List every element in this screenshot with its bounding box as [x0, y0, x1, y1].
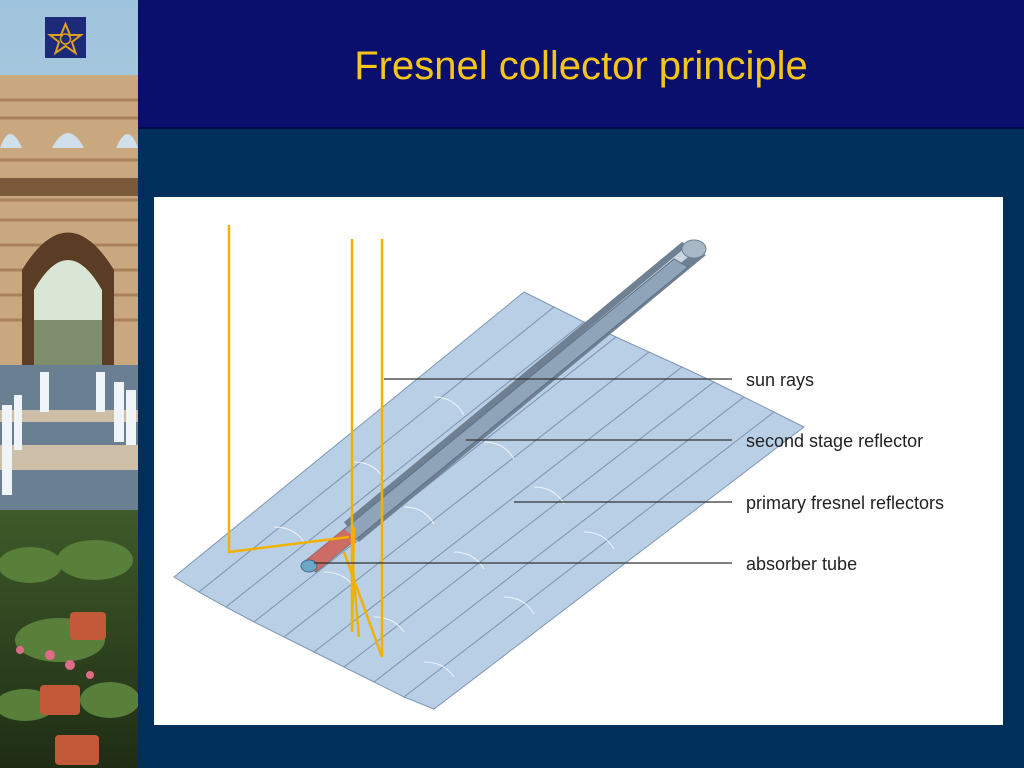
fresnel-diagram: sun rays second stage reflector primary …	[154, 197, 1003, 725]
sun-rays	[227, 225, 384, 658]
slide-title: Fresnel collector principle	[354, 44, 808, 88]
university-star-emblem-icon	[45, 17, 86, 58]
campus-photo	[0, 0, 138, 768]
label-absorber-tube: absorber tube	[746, 554, 858, 574]
label-sun-rays: sun rays	[746, 370, 815, 390]
label-second-stage-reflector: second stage reflector	[746, 431, 924, 451]
absorber-tube	[300, 258, 689, 573]
leader-lines	[314, 378, 732, 564]
fresnel-collector-illustration	[173, 225, 805, 710]
primary-fresnel-reflectors	[173, 291, 805, 710]
title-bar: Fresnel collector principle	[138, 0, 1024, 129]
label-primary-fresnel-reflectors: primary fresnel reflectors	[746, 493, 945, 513]
sidebar-photo	[0, 0, 138, 768]
